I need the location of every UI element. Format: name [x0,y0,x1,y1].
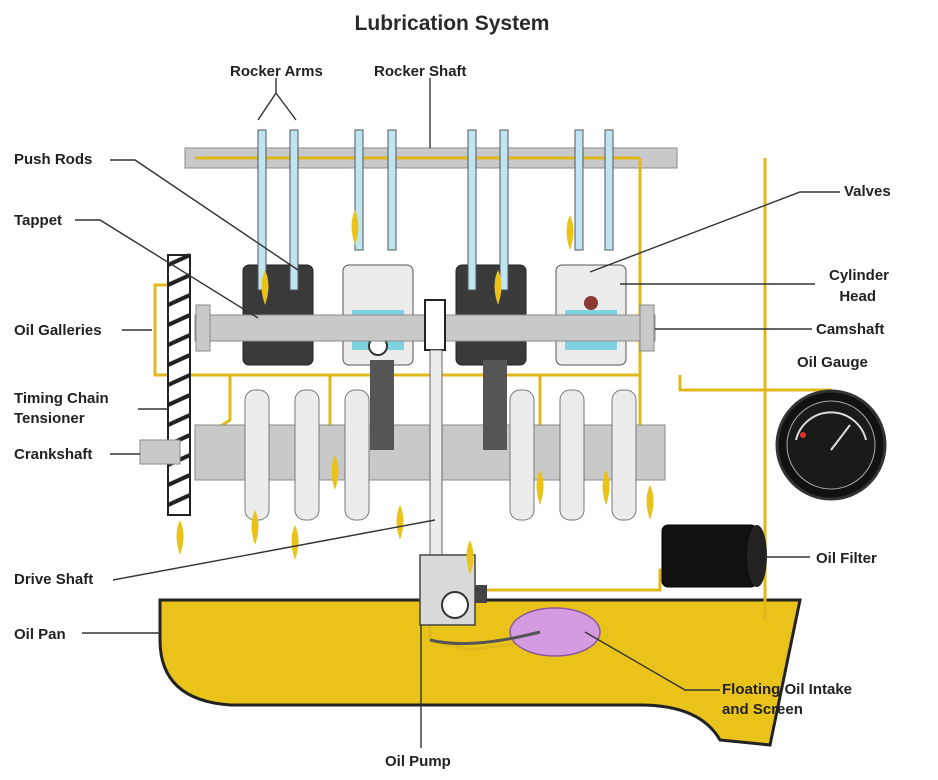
label-crankshaft: Crankshaft [14,446,92,463]
label-camshaft: Camshaft [816,321,884,338]
label-floating-oil-intake-1: Floating Oil Intake [722,681,852,698]
diagram-title: Lubrication System [355,12,550,35]
label-tappet: Tappet [14,212,62,229]
label-push-rods: Push Rods [14,151,92,168]
label-oil-pan: Oil Pan [14,626,66,643]
label-rocker-shaft: Rocker Shaft [374,63,467,80]
label-oil-filter: Oil Filter [816,550,877,567]
label-timing-chain-tensioner-2: Tensioner [14,410,85,427]
label-drive-shaft: Drive Shaft [14,571,93,588]
label-cylinder-head-1: Cylinder [829,267,889,284]
label-oil-galleries: Oil Galleries [14,322,102,339]
label-oil-gauge: Oil Gauge [797,354,868,371]
oil-filter [662,525,767,587]
label-floating-oil-intake-2: and Screen [722,701,803,718]
oil-gauge [777,391,885,499]
crankshaft [140,360,665,520]
timing-chain-tensioner [168,255,190,515]
label-rocker-arms: Rocker Arms [230,63,323,80]
label-timing-chain-tensioner-1: Timing Chain [14,390,109,407]
label-oil-pump: Oil Pump [385,753,451,770]
label-valves: Valves [844,183,891,200]
label-cylinder-head-2: Head [839,288,876,305]
oil-pan [160,600,800,745]
